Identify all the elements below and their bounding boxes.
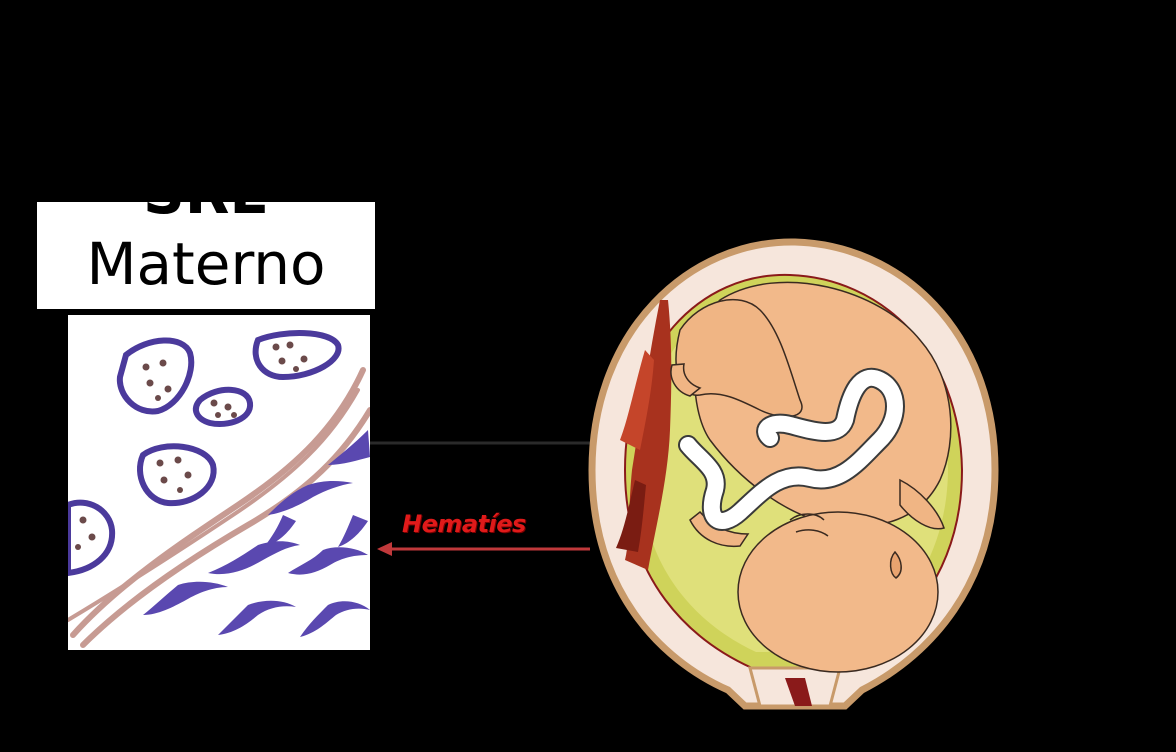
arrow-left-icon — [377, 542, 590, 556]
rbc-label: Hematíes — [402, 510, 572, 538]
